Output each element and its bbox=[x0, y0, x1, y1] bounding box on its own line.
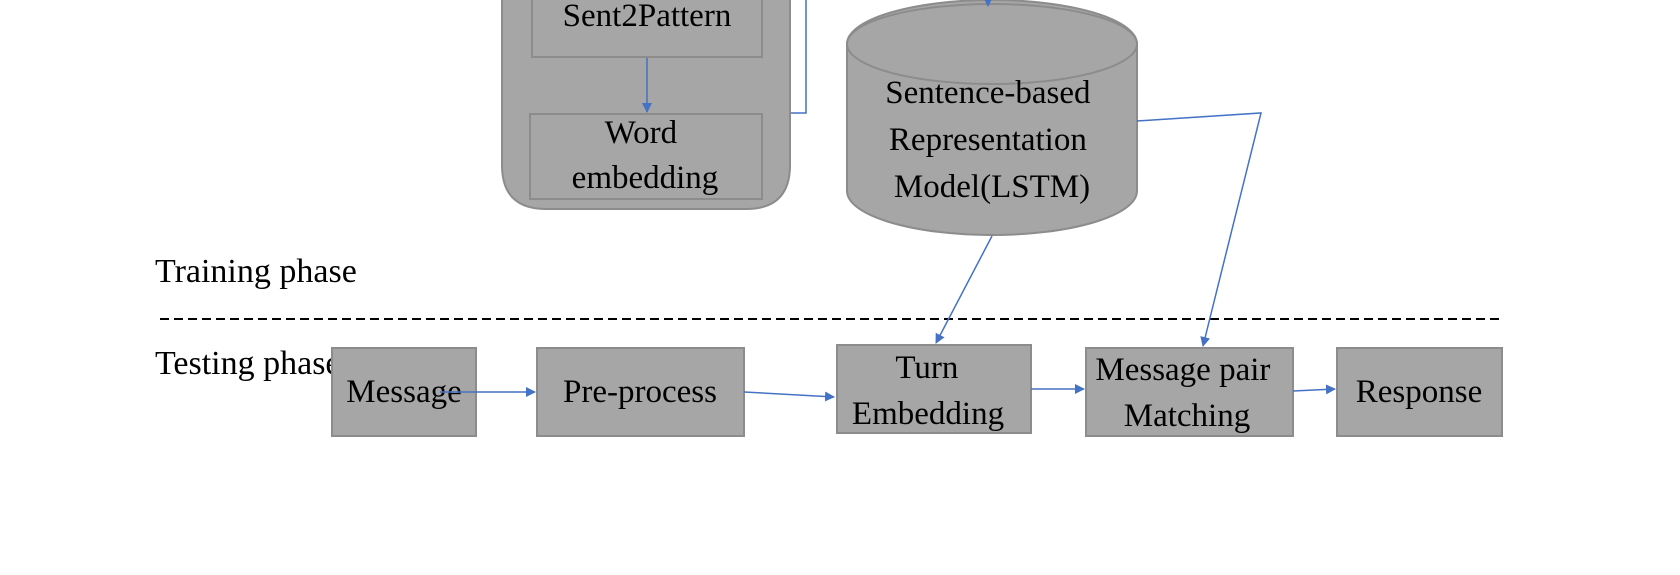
sent2pattern-label: Sent2Pattern bbox=[563, 0, 732, 34]
word-embedding-label: Word embedding bbox=[572, 115, 719, 196]
response-box: Response bbox=[1336, 347, 1503, 437]
arrow-matching-to-response bbox=[1292, 384, 1336, 395]
response-label: Response bbox=[1356, 374, 1483, 410]
arrow-model-to-matching bbox=[1136, 112, 1262, 347]
word-embedding-box: Word embedding bbox=[529, 113, 763, 200]
matching-label: Message pair Matching bbox=[1095, 352, 1278, 434]
training-phase-label: Training phase bbox=[155, 253, 357, 290]
arrow-model-to-turn-embedding bbox=[935, 235, 993, 344]
lstm-model-cylinder: Sentence-based Representation Model(LSTM… bbox=[846, 0, 1138, 236]
preprocess-label: Pre-process bbox=[563, 374, 717, 410]
turn-embedding-label: Turn Embedding bbox=[852, 350, 1004, 432]
matching-box: Message pair Matching bbox=[1085, 347, 1294, 437]
testing-phase-label: Testing phase bbox=[155, 345, 341, 382]
arrow-preprocess-to-turn-embedding bbox=[743, 391, 835, 402]
turn-embedding-box: Turn Embedding bbox=[836, 344, 1032, 434]
preprocess-box: Pre-process bbox=[536, 347, 745, 437]
container-connector-line bbox=[791, 0, 807, 114]
lstm-model-label: Sentence-based Representation Model(LSTM… bbox=[885, 75, 1099, 205]
sent2pattern-box: Sent2Pattern bbox=[531, 0, 763, 58]
